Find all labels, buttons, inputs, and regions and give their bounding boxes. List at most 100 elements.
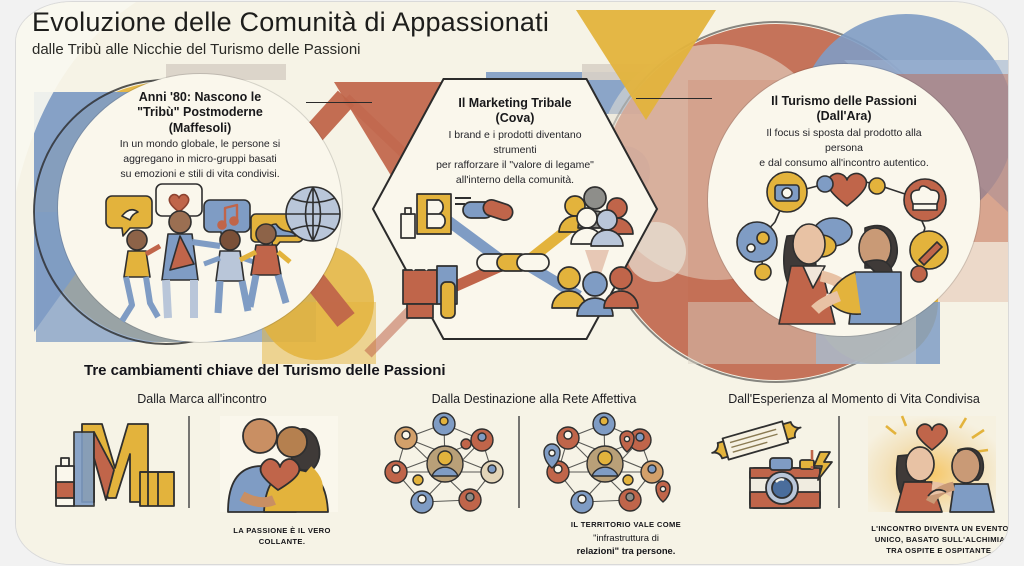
network-node [618,488,642,512]
page-title: Evoluzione delle Comunità di Appassionat… [32,7,550,37]
heart-icon [826,172,868,207]
person-figure-4 [238,223,292,308]
network-node [384,460,408,484]
stage3-body-line-1: Il focus si sposta dal prodotto alla [766,126,922,139]
chain-link-icon [455,197,550,272]
tribe-people-icons-illustration [58,178,342,338]
brand-chain-community-illustration [372,186,658,326]
woman-figure [895,446,965,513]
page-subtitle: dalle Tribù alle Nicchie del Turismo del… [32,40,361,58]
shopping-bag-icon [402,264,458,319]
people-group-icon-2 [551,266,639,317]
network-node [458,488,482,512]
stage1-title-line-2: "Tribù" Postmoderne [137,105,263,120]
caption-line-2: UNICO, BASATO SULL'ALCHIMIA [874,534,1006,544]
section-title: Tre cambiamenti chiave del Turismo delle… [84,362,446,379]
glowing-couple-moment-illustration [862,412,1002,516]
bottle-icon [400,207,416,239]
ticket-camera-illustration [708,414,833,512]
woman-figure [778,223,861,325]
person-figure-2 [161,210,221,319]
heart-icon [916,423,948,451]
infographic-sheet: Evoluzione delle Comunità di Appassionat… [16,2,1008,564]
embracing-couple-heart-illustration [212,412,346,516]
node-dot [816,175,834,193]
stage2-body-line-2: strumenti [493,143,537,156]
stage1-body-line-1: In un mondo globale, le persone si [119,138,281,151]
flash-icon [810,450,833,481]
person-figure-3 [203,229,261,314]
divider-column-3 [838,416,840,508]
stage-card-marketing-tribale[interactable]: Il Marketing Tribale (Cova) I brand e i … [371,78,659,340]
network-node [640,460,664,484]
stage3-text: Il Turismo delle Passioni (Dall'Ara) Il … [708,94,980,170]
ticket-icon [711,420,802,461]
stage1-body-line-2: aggregano in micro-gruppi basati [123,153,277,166]
stage2-text: Il Marketing Tribale (Cova) I brand e i … [372,96,658,187]
network-node [410,490,434,514]
divider-column-2 [518,416,520,508]
chef-hat-icon [903,178,947,222]
caption-line-3: TRA OSPITE E OSPITANTE. [886,545,994,555]
stage2-body-line-3: per rafforzare il "valore di legame" [436,159,594,171]
stage1-text: Anni '80: Nascono le "Tribù" Postmoderne… [58,90,342,182]
music-note-icon [203,199,251,242]
stage3-title-line-2: (Dall'Ara) [816,109,872,124]
column-heading-esperienza-momento: Dall'Esperienza al Momento di Vita Condi… [728,392,980,406]
caption-line-1: LA PASSIONE È IL VERO [233,526,331,535]
stage-card-turismo-passioni[interactable]: Il Turismo delle Passioni (Dall'Ara) Il … [708,64,980,336]
column-heading-destinazione-rete: Dalla Destinazione alla Rete Affettiva [431,392,637,406]
stage2-title-line-2: (Cova) [495,111,535,126]
small-dot [412,474,424,486]
globe-icon [285,186,341,242]
divider-column-1 [188,416,190,508]
network-node-center [586,445,624,483]
paintbrush-icon [909,230,949,270]
network-node-center [426,445,464,483]
stage2-title-line-1: Il Marketing Tribale [458,96,572,110]
stage2-panel-outline [371,78,659,340]
stage3-title-line-1: Il Turismo delle Passioni [771,94,917,108]
caption-line-1: IL TERRITORIO VALE COME [570,520,682,529]
sparkle-rays [885,415,989,454]
person-figure-1 [119,229,162,323]
map-pin-icon [543,443,561,469]
map-pin-icon [619,430,635,453]
people-group-icon [558,186,634,286]
stage-card-tribu-postmoderne[interactable]: Anni '80: Nascono le "Tribù" Postmoderne… [58,74,342,342]
network-node [432,412,456,436]
man-figure [811,224,902,325]
box-icon [139,471,175,507]
header: Evoluzione delle Comunità di Appassionat… [32,7,792,58]
caption-marca-incontro: LA PASSIONE È IL VERO COLLANTE. [216,526,348,548]
node-dot [754,263,772,281]
network-node [570,490,594,514]
caption-line-2: "infrastruttura di [593,531,659,543]
caption-line-3: relazioni" tra persone. [576,545,676,557]
stage2-body-line-1: I brand e i prodotti diventano [448,128,582,141]
connector-stage2-stage3 [636,98,712,100]
map-pin-icon [655,480,671,503]
network-node [470,428,494,452]
bird-icon [105,195,153,237]
people-network-graph-illustration [382,412,508,514]
network-node [480,460,504,484]
stage1-body-line-3: su emozioni e stili di vita condivisi. [120,168,280,181]
stage3-body-line-2: persona [825,141,863,154]
node-dot [910,265,928,283]
column-heading-marca-incontro: Dalla Marca all'incontro [137,392,267,406]
node-dot [868,177,886,195]
brand-b-icon [416,193,452,235]
brand-letter-m-products-illustration [52,414,178,512]
stage3-body-line-3: e dal consumo all'incontro autentico. [759,157,929,169]
camera-icon [749,457,821,509]
network-node [592,412,616,436]
small-dot [460,438,472,450]
connector-stage1-stage2 [306,102,372,104]
people-network-with-map-pins-illustration [536,412,676,514]
caption-line-2: COLLANTE. [258,536,306,546]
stage1-title-line-1: Anni '80: Nascono le [138,90,262,104]
camera-icon [766,171,808,213]
small-dot [622,474,634,486]
host-guest-encounter-illustration [708,170,980,326]
